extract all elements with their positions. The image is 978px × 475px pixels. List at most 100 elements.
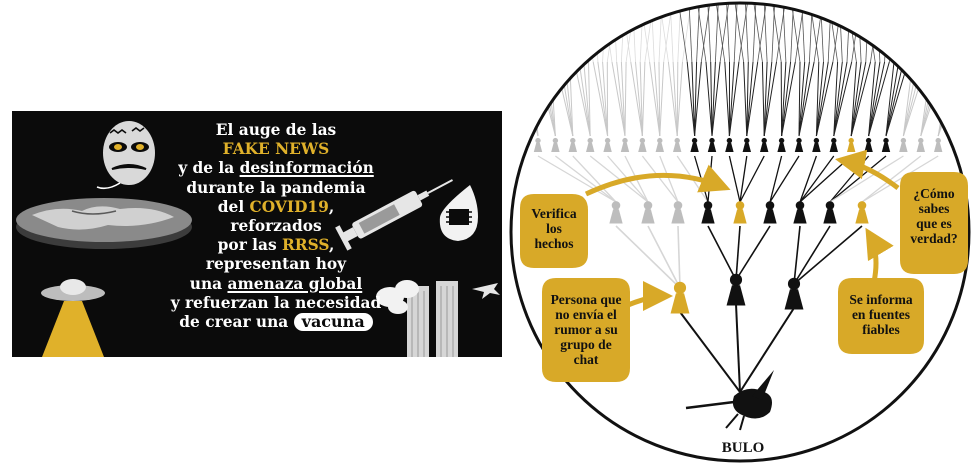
spread-line: [537, 155, 617, 203]
spread-line: [710, 61, 713, 137]
headline-line: FAKE NEWS: [160, 140, 392, 159]
spread-line: [572, 155, 617, 203]
spread-line: [739, 307, 795, 393]
spread-line: [833, 61, 848, 137]
person-figure: [690, 137, 699, 152]
spread-line: [850, 61, 867, 137]
headline-fragment: ,: [328, 236, 335, 255]
people-figures: [533, 137, 943, 314]
spread-line: [746, 61, 759, 137]
person-figure: [812, 137, 821, 152]
spread-line: [616, 61, 626, 137]
spread-line: [753, 3, 763, 63]
spread-line: [630, 61, 643, 137]
spread-line: [707, 155, 713, 203]
spread-line: [686, 61, 696, 137]
spread-line: [746, 61, 754, 137]
headline-fragment: de crear una: [179, 313, 294, 332]
person-figure: [793, 201, 807, 224]
spread-line: [694, 61, 698, 137]
person-figure: [620, 137, 630, 152]
spread-line: [941, 3, 951, 63]
spread-line: [621, 3, 625, 63]
spread-line: [865, 3, 876, 63]
rumor-spread-diagram: Verifica los hechos ¿Cómo sabes que es v…: [508, 0, 978, 475]
spread-line: [746, 61, 749, 137]
underline-amenaza-global: amenaza global: [227, 274, 363, 293]
person-figure: [864, 137, 873, 152]
spread-line: [870, 3, 880, 63]
spread-line: [861, 155, 922, 203]
spread-line: [676, 61, 683, 137]
spread-line: [771, 3, 776, 63]
spread-line: [615, 225, 681, 289]
spread-line: [959, 3, 964, 63]
spread-line: [868, 61, 886, 137]
spread-line: [705, 61, 713, 137]
no-forward-arrow: [624, 281, 673, 312]
spread-line: [868, 61, 876, 137]
spread-line: [733, 3, 738, 63]
person-figure: [777, 137, 786, 152]
bubble-no-forward-text: Persona que no envía el rumor a su grupo…: [544, 292, 628, 367]
spread-line: [677, 225, 681, 289]
headline-line: El auge de las: [215, 121, 337, 139]
spread-line: [757, 3, 768, 63]
person-figure: [603, 137, 612, 152]
highlight-covid19: COVID19: [249, 197, 329, 216]
spread-line: [546, 3, 556, 63]
spread-line: [578, 61, 591, 137]
diagram-canvas: [509, 1, 971, 463]
reliable-arrow: [865, 227, 894, 283]
spread-line: [569, 3, 580, 63]
person-figure: [707, 137, 717, 152]
headline-fragment: del: [217, 197, 250, 216]
spread-line: [815, 61, 824, 137]
spread-line: [519, 3, 524, 63]
spread-line: [799, 155, 835, 203]
spread-line: [940, 3, 945, 63]
spread-line: [639, 3, 644, 63]
bubble-line: rumor a su: [554, 322, 618, 337]
spread-line: [691, 61, 696, 137]
spread-line: [903, 3, 914, 63]
spread-line: [833, 61, 839, 137]
spread-line: [583, 3, 594, 63]
spread-line: [679, 311, 741, 393]
bubble-line: fiables: [862, 322, 900, 337]
spread-line: [885, 61, 895, 137]
headline-line: y de la desinformación: [160, 159, 392, 178]
spread-line: [884, 3, 895, 63]
bubble-line: grupo de: [560, 337, 612, 352]
microchip-drop-icon: [439, 185, 478, 241]
spread-line: [715, 3, 726, 63]
person-figure: [784, 277, 804, 310]
headline-line: de crear una vacuna: [160, 313, 392, 332]
spread-line: [815, 61, 829, 137]
spread-line: [555, 61, 574, 137]
spread-line: [564, 3, 569, 63]
spread-line: [602, 3, 606, 63]
spread-line: [782, 3, 787, 63]
spread-line: [606, 3, 617, 63]
spread-line: [771, 3, 782, 63]
headline-line: reforzados: [230, 217, 322, 236]
person-figure: [671, 201, 685, 224]
spread-line: [798, 61, 801, 137]
spread-line: [583, 61, 591, 137]
spread-line: [696, 3, 707, 63]
spread-line: [809, 3, 813, 63]
spread-line: [922, 3, 932, 63]
spread-line: [743, 61, 748, 137]
verify-arrow: [584, 164, 731, 197]
spread-line: [728, 61, 735, 137]
bubble-line: Persona que: [550, 292, 622, 307]
bubble-line: los: [546, 221, 562, 236]
spread-line: [724, 61, 730, 137]
spread-line: [700, 3, 711, 63]
spread-line: [798, 61, 815, 137]
person-figure: [855, 201, 869, 224]
person-figure: [794, 137, 804, 152]
spread-line: [885, 61, 900, 137]
spread-line: [815, 61, 834, 137]
